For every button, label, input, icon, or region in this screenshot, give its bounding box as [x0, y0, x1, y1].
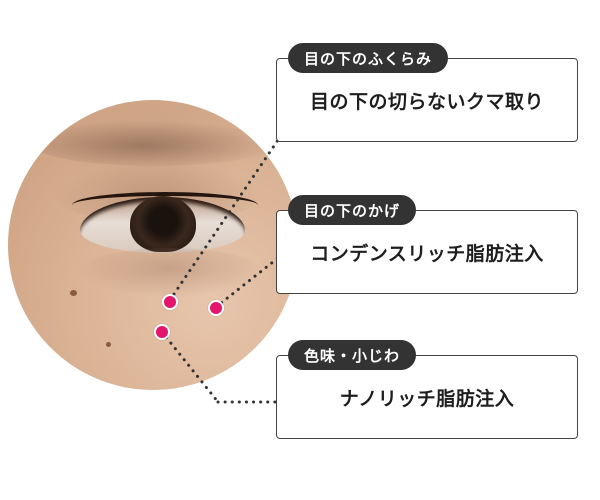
category-label-1: 目の下のふくらみ [304, 49, 433, 68]
treatment-label-2: コンデンスリッチ脂肪注入 [310, 242, 544, 265]
under-eye-shadow [78, 248, 263, 298]
treatment-label-1: 目の下の切らないクマ取り [309, 90, 544, 113]
mole [70, 290, 77, 296]
category-tag-1: 目の下のふくらみ [288, 43, 449, 73]
face-photo [8, 100, 298, 390]
lash-line [72, 192, 258, 218]
marker-dot-3 [154, 324, 170, 340]
eyebrow [30, 120, 280, 166]
treatment-label-3: ナノリッチ脂肪注入 [339, 387, 515, 410]
category-tag-3: 色味・小じわ [288, 340, 417, 370]
mole [106, 342, 111, 347]
callout-box-3: ナノリッチ脂肪注入 [276, 355, 578, 439]
marker-dot-2 [208, 300, 224, 316]
category-tag-2: 目の下のかげ [288, 195, 417, 225]
marker-dot-1 [162, 294, 178, 310]
category-label-2: 目の下のかげ [304, 201, 401, 220]
category-label-3: 色味・小じわ [304, 346, 401, 365]
